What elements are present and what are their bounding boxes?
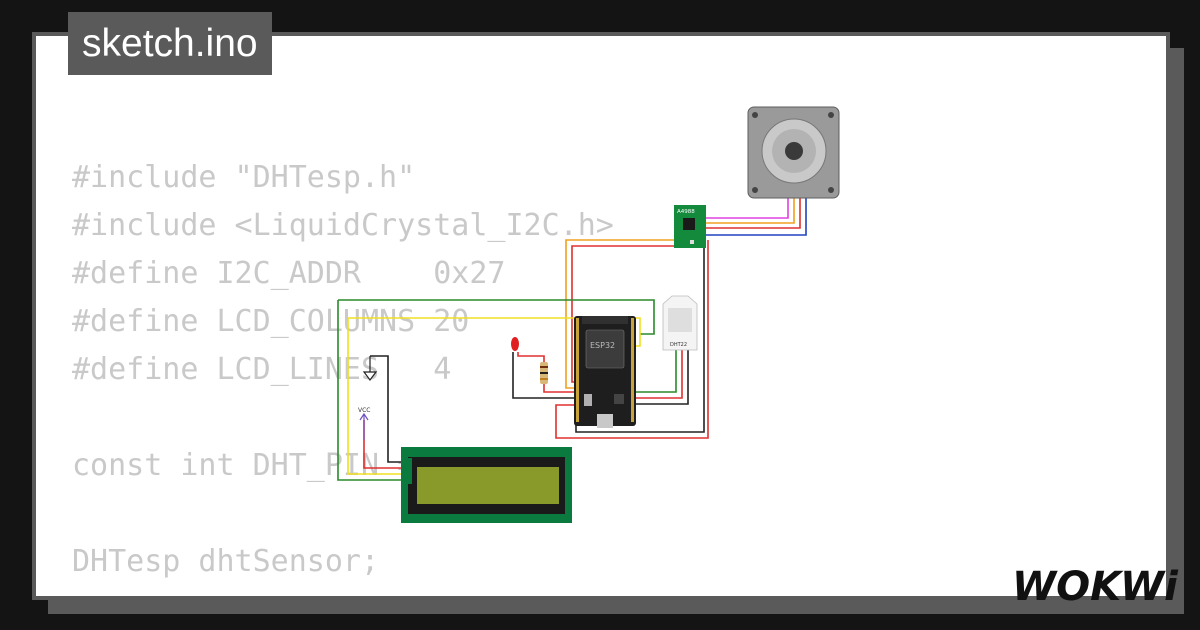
a4988-driver: A4988: [674, 205, 706, 248]
code-line: #include <LiquidCrystal_I2C.h>: [72, 208, 614, 243]
vcc-label: VCC: [358, 407, 370, 414]
led: [511, 337, 519, 351]
code-line: #define LCD_LINES 4: [72, 352, 452, 387]
sensor-label: DHT22: [670, 342, 687, 348]
wokwi-logo: WOKWi: [1012, 564, 1179, 610]
code-line: DHTesp dhtSensor;: [72, 544, 380, 579]
esp32-board: ESP32: [574, 316, 636, 428]
dht22-sensor: DHT22: [662, 295, 698, 351]
wires: [337, 196, 807, 481]
filename-label: sketch.ino: [68, 12, 272, 75]
ground-icon: [362, 356, 378, 381]
code-line: #include "DHTesp.h": [72, 160, 416, 195]
code-preview: #include "DHTesp.h" #include <LiquidCryst…: [72, 154, 614, 586]
svg-text:WOKWi: WOKWi: [1012, 564, 1179, 610]
lcd-display: [401, 447, 572, 523]
driver-label: A4988: [677, 209, 695, 215]
code-line: #define LCD_COLUMNS 20: [72, 304, 470, 339]
mcu-label: ESP32: [590, 341, 615, 350]
vcc-symbol: VCC: [358, 407, 370, 440]
stepper-motor: [747, 106, 840, 199]
code-line: #define I2C_ADDR 0x27: [72, 256, 506, 291]
resistor: [540, 362, 548, 384]
